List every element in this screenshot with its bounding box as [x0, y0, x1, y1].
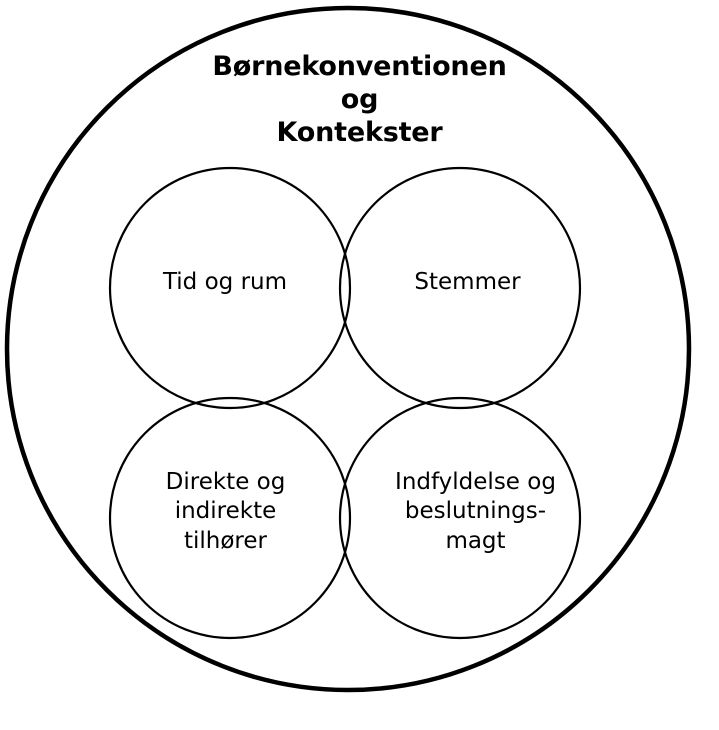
- circle-label-direkte-line-3: tilhører: [183, 527, 267, 554]
- circle-label-stemmer: Stemmer: [375, 268, 560, 297]
- inner-circle-bottom-left: [108, 396, 352, 640]
- inner-circle-top-right: [338, 166, 582, 410]
- circle-label-indfyldelse-line-3: magt: [445, 527, 506, 554]
- circle-label-indfyldelse-og-beslutningsmagt: Indfyldelse og beslutnings- magt: [378, 468, 573, 556]
- circle-label-direkte-line-2: indirekte: [174, 498, 277, 525]
- circle-label-indfyldelse-line-1: Indfyldelse og: [395, 469, 556, 495]
- outer-circle-boundary: [4, 5, 692, 693]
- circle-label-direkte-og-indirekte-tilhoerer: Direkte og indirekte tilhører: [128, 468, 323, 556]
- circle-label-tid-og-rum: Tid og rum: [130, 268, 320, 297]
- circle-label-tid-og-rum-line-1: Tid og rum: [162, 269, 288, 295]
- inner-circle-bottom-right: [338, 396, 582, 640]
- inner-circle-top-left: [108, 166, 352, 410]
- circle-label-stemmer-line-1: Stemmer: [414, 269, 521, 295]
- circle-label-direkte-line-1: Direkte og: [165, 469, 286, 495]
- circle-label-indfyldelse-line-2: beslutnings-: [404, 498, 547, 525]
